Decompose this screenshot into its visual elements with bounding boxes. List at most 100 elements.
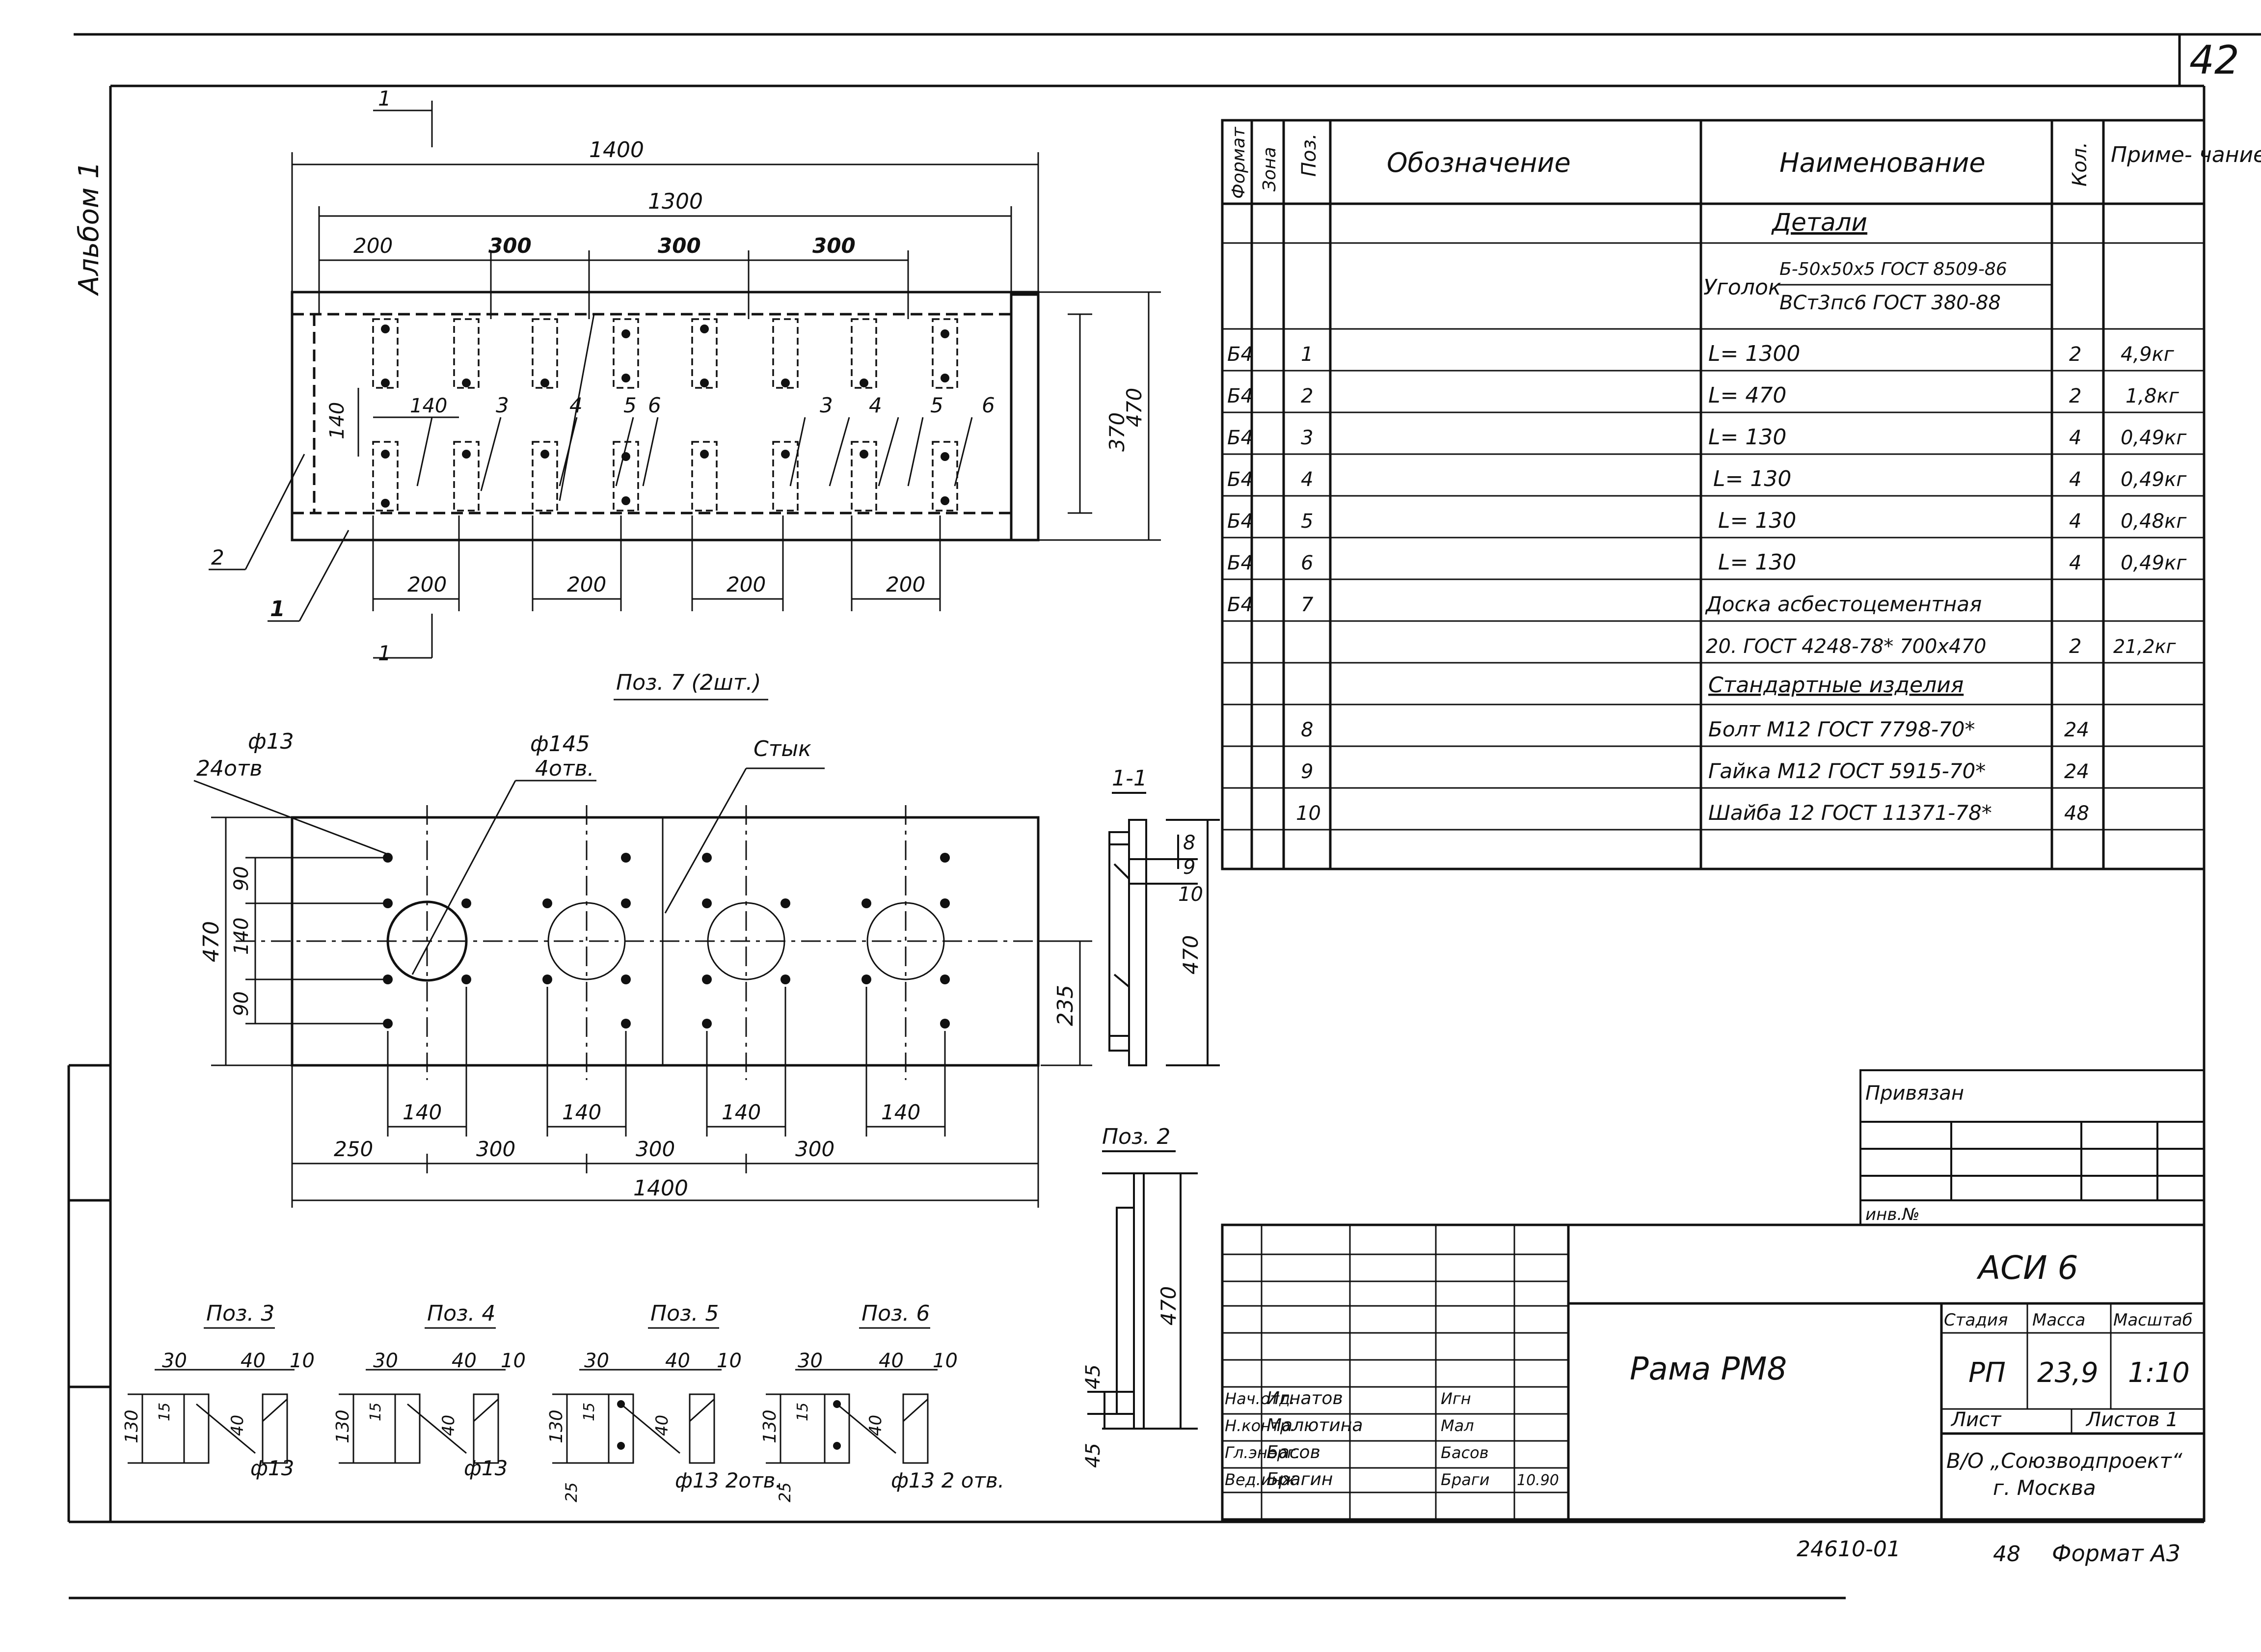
spec-row: Б4 3 L= 130 4 0,49кг [1227,425,2187,450]
dim-300-b: 300 [658,234,701,258]
small-holes [383,853,950,1029]
sig-handwriting: Игн [1441,1389,1471,1408]
spec-qty: 2 [2069,635,2081,658]
hole-big-label: ф145 [530,731,590,757]
section-item-8: 8 [1183,832,1195,854]
pos2-dim-470: 470 [1157,1286,1181,1326]
spec-row: 8 Болт М12 ГОСТ 7798-70* 24 [1301,717,2089,741]
spec-qty: 4 [2069,468,2081,491]
pos3-d130: 130 [122,1409,142,1443]
dim-250: 250 [334,1137,373,1161]
spec-angle-bottom: ВСт3пс6 ГОСТ 380-88 [1779,292,2001,314]
hole-big-count: 4отв. [535,756,594,781]
pos4-title: Поз. 4 [427,1301,495,1326]
sig-handwriting: Басов [1441,1443,1489,1462]
pos4-d130: 130 [333,1409,353,1443]
frame-plan-view: 1400 1300 200 300 300 300 370 470 140 14… [209,86,1161,701]
spec-qty: 2 [2069,343,2081,366]
spec-format: Б4 [1227,510,1253,533]
pos3-hole: ф13 [250,1456,294,1480]
title-name: Рама РМ8 [1630,1351,1787,1387]
spec-qty: 24 [2064,719,2089,741]
stage-label: Стадия [1944,1310,2008,1330]
spec-row: Б4 5 L= 130 4 0,48кг [1227,508,2187,533]
spec-row: 9 Гайка М12 ГОСТ 5915-70* 24 [1301,759,2089,783]
dim-1300: 1300 [648,189,703,214]
dim-200-b3: 200 [727,572,766,596]
pos6-d30: 30 [798,1350,823,1372]
callout-1: 1 [270,596,285,622]
org-line-1: В/О „Союзводпроект“ [1946,1449,2182,1473]
dim-140-b3: 140 [722,1100,761,1124]
mass-label: Масса [2032,1310,2085,1330]
dim-140-mid: 140 [230,918,253,955]
spec-row: Б4 7 Доска асбестоцементная [1227,592,1982,616]
pos5-title: Поз. 5 [650,1301,719,1326]
pos2-dim-45b: 45 [1082,1443,1104,1468]
spec-note: 0,49кг [2121,552,2187,574]
spec-note: 0,49кг [2121,427,2187,449]
spec-format: Б4 [1227,343,1253,366]
dim-470-board: 470 [199,921,224,962]
spec-row: 10 Шайба 12 ГОСТ 11371-78* 48 [1296,801,2089,825]
pos2-dim-45a: 45 [1082,1364,1104,1389]
pos2-title: Поз. 2 [1102,1124,1170,1149]
inv-label: инв.№ [1865,1205,1920,1224]
signature-row: Гл.энерг. Басов Басов [1225,1442,1489,1462]
callout-2: 2 [211,545,224,569]
spec-header-pos: Поз. [1298,133,1320,177]
pos4-d40v: 40 [439,1415,458,1436]
title-code: АСИ 6 [1976,1249,2078,1287]
spec-note: 4,9кг [2121,343,2175,366]
dim-300-3: 300 [795,1137,834,1161]
section-item-9: 9 [1183,856,1195,879]
sig-handwriting: Мал [1441,1416,1474,1435]
dim-470-plan: 470 [1122,388,1146,427]
title-block: АСИ 6 Рама РМ8 Стадия Масса Масштаб РП 2… [1221,1223,2206,1521]
callout-4-left: 4 [569,393,583,417]
callout-4-right: 4 [869,393,882,417]
spec-row: Б4 2 L= 470 2 1,8кг [1227,383,2180,408]
section-1-1: 1-1 8 9 10 470 [1108,766,1220,1066]
spec-row: 20. ГОСТ 4248-78* 700х470 2 21,2кг [1706,635,2177,658]
spec-name: L= 130 [1718,508,1796,533]
spec-format: Б4 [1227,427,1253,449]
spec-note: 1,8кг [2126,385,2180,407]
binding-box: Привязан инв.№ [1859,1069,2205,1226]
spec-note: 21,2кг [2113,636,2177,657]
sig-role: Н.контр. [1225,1416,1295,1435]
dim-200-b4: 200 [886,572,925,596]
joint-label: Стык [754,736,811,761]
document-number: 24610-01 [1797,1537,1901,1562]
callout-5-left: 5 [623,393,637,417]
part-pos6: Поз. 6 30 40 10 130 15 40 25 ф13 2 отв. [760,1301,1004,1502]
dim-235: 235 [1053,985,1078,1026]
spec-name: Шайба 12 ГОСТ 11371-78* [1708,801,1992,825]
sig-name: Брагин [1266,1469,1333,1490]
spec-row: Детали [1771,208,1867,237]
org-line-2: г. Москва [1993,1476,2096,1500]
callout-3-left: 3 [496,393,509,417]
dim-300-1: 300 [476,1137,515,1161]
dim-300-a: 300 [488,234,532,258]
spec-name: L= 130 [1718,550,1796,575]
pos2-view: Поз. 2 470 45 45 [1082,1124,1198,1468]
part-pos3: Поз. 3 30 40 10 130 15 40 ф13 [122,1301,315,1480]
pos6-d25: 25 [776,1482,794,1502]
spec-angle-name: Уголок [1703,275,1781,300]
album-label: Альбом 1 [73,161,105,296]
pos6-d40v: 40 [866,1415,886,1436]
pos5-d40: 40 [665,1350,690,1372]
spec-pos: 1 [1301,343,1313,366]
dim-140-v: 140 [326,402,349,439]
pos4-hole: ф13 [464,1456,508,1480]
binding-label: Привязан [1865,1082,1964,1105]
spec-header-zone: Зона [1260,147,1280,191]
spec-header-format: Формат [1229,127,1249,199]
spec-format: Б4 [1227,468,1253,491]
spec-pos: 7 [1301,594,1314,616]
spec-header-qty: Кол. [2069,142,2091,187]
hole-small-count: 24отв [196,756,262,781]
dim-370: 370 [1105,412,1129,452]
signature-row: Вед.инж. Брагин Браги 10.90 [1225,1469,1559,1490]
